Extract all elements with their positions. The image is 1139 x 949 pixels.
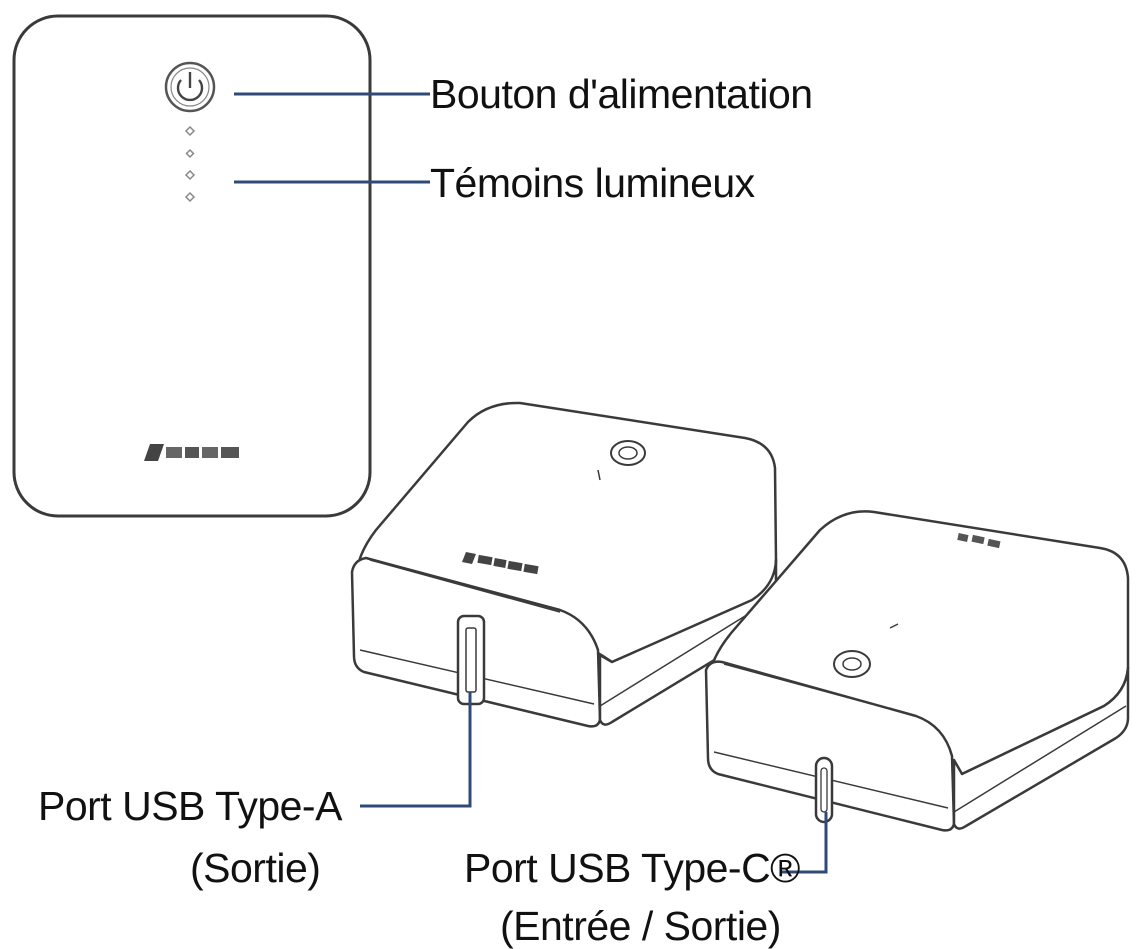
power-bank-usb-c-view bbox=[704, 510, 1130, 832]
asus-logo-device1 bbox=[462, 552, 539, 575]
asus-logo-device2 bbox=[957, 533, 1001, 549]
label-usb-c-title: Port USB Type-C® bbox=[464, 845, 800, 891]
front-view-body bbox=[12, 14, 372, 518]
leader-lines bbox=[234, 92, 828, 874]
label-usb-c-subtitle: (Entrée / Sortie) bbox=[500, 903, 781, 949]
power-icon bbox=[164, 61, 216, 113]
led-indicators bbox=[184, 125, 196, 203]
leader-line-usb-c bbox=[780, 812, 828, 874]
label-indicators: Témoins lumineux bbox=[430, 160, 755, 206]
led-indicator bbox=[184, 125, 196, 137]
label-usb-a-subtitle: (Sortie) bbox=[190, 845, 321, 891]
asus-logo bbox=[144, 444, 239, 461]
led-indicator bbox=[184, 169, 196, 181]
usb-a-port bbox=[456, 614, 486, 706]
label-usb-a-title: Port USB Type-A bbox=[38, 783, 342, 829]
usb-c-port bbox=[814, 756, 834, 824]
leader-line-usb-a bbox=[360, 692, 472, 808]
led-indicator bbox=[185, 148, 195, 159]
label-power-button: Bouton d'alimentation bbox=[430, 71, 813, 117]
front-view-power-bank bbox=[12, 14, 372, 518]
led-indicator bbox=[184, 191, 196, 203]
